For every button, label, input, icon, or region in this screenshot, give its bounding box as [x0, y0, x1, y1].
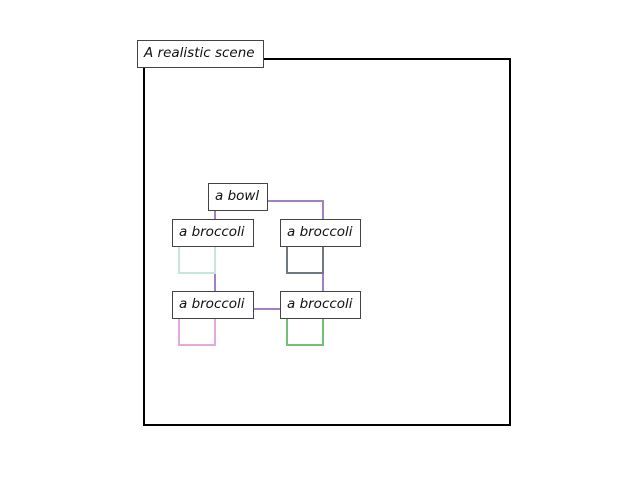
broccoli-label-2: a broccoli — [280, 219, 361, 247]
broccoli-label-1: a broccoli — [172, 219, 254, 247]
broccoli-label-3: a broccoli — [172, 291, 254, 319]
bowl-label: a bowl — [208, 183, 268, 211]
scene-title-label: A realistic scene — [137, 40, 264, 68]
scene-frame — [143, 58, 511, 426]
broccoli-label-4: a broccoli — [280, 291, 361, 319]
